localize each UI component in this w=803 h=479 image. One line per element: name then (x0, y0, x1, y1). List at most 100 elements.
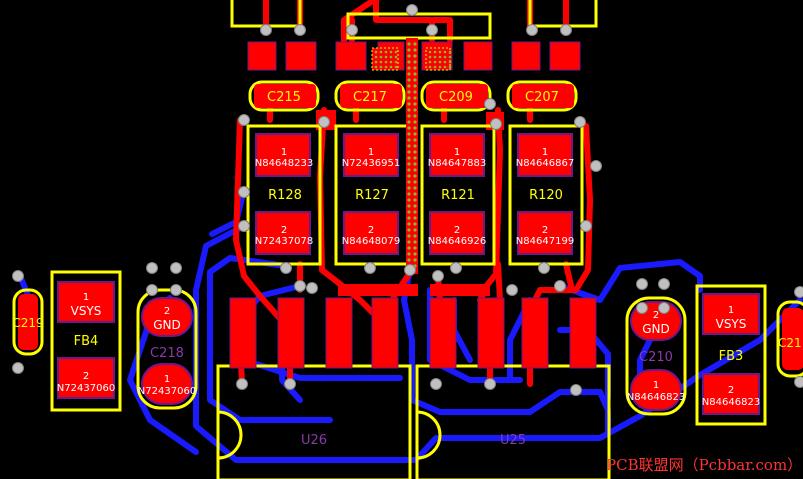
c21-ref-label: C21 (778, 336, 802, 350)
c218-net2-label: GND (153, 318, 181, 332)
stitch-dot (407, 258, 411, 262)
stitch-dot (407, 114, 411, 118)
via (364, 262, 376, 274)
stitch-dot (443, 55, 447, 59)
stitch-dot (379, 65, 383, 69)
stitch-dot (413, 150, 417, 154)
stitch-dot (407, 96, 411, 100)
via (284, 378, 296, 390)
stitch-dot (389, 60, 393, 64)
stitch-dot (438, 55, 442, 59)
stitch-dot (407, 222, 411, 226)
stitch-dot (443, 65, 447, 69)
stitch-dot (413, 240, 417, 244)
c218-net1-label: N72437060 (138, 386, 196, 397)
stitch-dot (413, 168, 417, 172)
stitch-dot (407, 252, 411, 256)
stitch-dot (413, 84, 417, 88)
stitch-dot (413, 54, 417, 58)
stitch-dot (407, 132, 411, 136)
stitch-dot (413, 42, 417, 46)
via (450, 262, 462, 274)
stitch-dot (407, 186, 411, 190)
via (580, 220, 592, 232)
via (12, 362, 24, 374)
r128-ref-label: R128 (268, 188, 302, 203)
stitch-dot (389, 65, 393, 69)
silkscreen-outlines (12, 0, 803, 479)
stitch-dot (407, 126, 411, 130)
stitch-dot (448, 50, 452, 54)
stitch-dot (407, 144, 411, 148)
stitch-dot (413, 78, 417, 82)
via (346, 24, 358, 36)
r121-net2-label: N84646926 (428, 236, 486, 247)
stitch-dot (443, 50, 447, 54)
stitch-dot (413, 114, 417, 118)
stitch-dot (413, 204, 417, 208)
stitch-dot (379, 60, 383, 64)
capacitor-pads (18, 84, 803, 370)
via (404, 264, 416, 276)
via (794, 286, 803, 298)
c219-ref-label: C219 (12, 316, 43, 330)
c207-ref-label: C207 (525, 90, 559, 105)
stitch-dot (428, 50, 432, 54)
stitch-dot (379, 50, 383, 54)
r121-pin2-label: 2 (454, 225, 460, 236)
stitch-dot (433, 65, 437, 69)
via (590, 160, 602, 172)
via (260, 24, 272, 36)
stitch-dot (413, 258, 417, 262)
c218-ref-label: C218 (150, 346, 184, 361)
stitch-dot (407, 42, 411, 46)
stitch-dot (413, 216, 417, 220)
via (426, 24, 438, 36)
u26-ref-label: U26 (301, 433, 327, 448)
c217-ref-label: C217 (353, 90, 387, 105)
r120-net2-label: N84647199 (516, 236, 574, 247)
via (146, 262, 158, 274)
via (236, 378, 248, 390)
c210-net2-label: GND (642, 322, 670, 336)
vias (12, 4, 803, 396)
fb4-pin1-label: 1 (83, 292, 89, 303)
c209-ref-label: C209 (439, 90, 473, 105)
stitch-dot (407, 234, 411, 238)
stitch-dot (407, 162, 411, 166)
stitch-dot (407, 84, 411, 88)
stitch-dot (438, 65, 442, 69)
stitch-dot (428, 65, 432, 69)
r120-pin2-label: 2 (542, 225, 548, 236)
stitch-dot (433, 50, 437, 54)
stitch-dot (407, 48, 411, 52)
stitch-dot (413, 102, 417, 106)
stitch-dot (407, 108, 411, 112)
stitch-dot (413, 198, 417, 202)
via (490, 118, 502, 130)
labels: C215 C217 C209 C207 1 N84648233 R128 2 N… (12, 90, 801, 448)
ic-pads (229, 297, 597, 369)
stitch-dot (413, 174, 417, 178)
stitch-dot (413, 186, 417, 190)
via (570, 384, 582, 396)
stitch-dot (407, 204, 411, 208)
via (294, 24, 306, 36)
stitch-dot (407, 72, 411, 76)
via (238, 114, 250, 126)
stitch-dot (384, 55, 388, 59)
via (484, 378, 496, 390)
stitch-dot (384, 60, 388, 64)
stitch-dot (407, 216, 411, 220)
c215-ref-label: C215 (267, 90, 301, 105)
stitch-dot (407, 150, 411, 154)
stitch-dot (407, 240, 411, 244)
r127-pin2-label: 2 (368, 225, 374, 236)
stitch-dot (413, 234, 417, 238)
stitch-dot (413, 48, 417, 52)
stitch-dot (413, 126, 417, 130)
stitch-dot (433, 60, 437, 64)
via (538, 262, 550, 274)
stitch-dot (394, 65, 398, 69)
